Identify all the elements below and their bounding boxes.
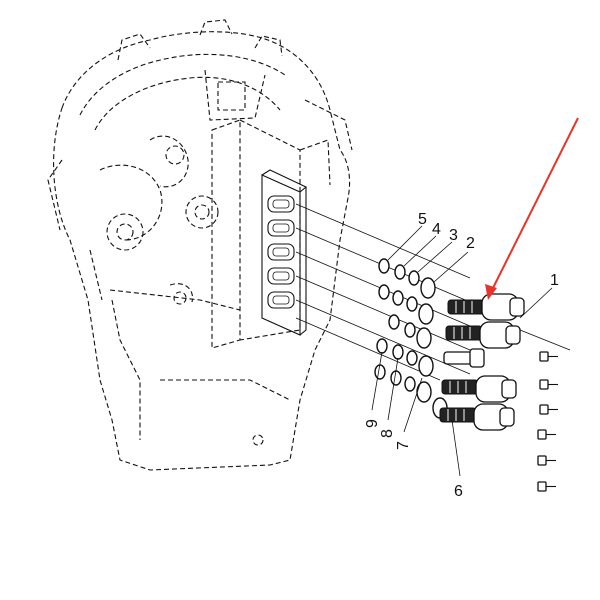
- leader-5: [387, 225, 423, 261]
- leader-7: [403, 377, 423, 433]
- transmission-housing: [47, 19, 353, 471]
- o-ring: [378, 258, 390, 274]
- callout-2: 2: [466, 235, 475, 252]
- o-ring: [406, 350, 418, 366]
- leader-9: [371, 351, 383, 411]
- callout-1: 1: [550, 272, 559, 289]
- o-ring: [416, 327, 432, 349]
- mounting-bolts: [537, 351, 558, 492]
- callout-6: 6: [454, 483, 463, 500]
- callout-8: 8: [379, 429, 396, 438]
- solenoid-valves: [439, 293, 525, 431]
- o-ring: [388, 314, 400, 330]
- bolt: [539, 351, 558, 362]
- o-ring: [404, 376, 416, 392]
- bolt: [537, 429, 556, 440]
- solenoid-valve: [447, 293, 525, 321]
- callout-numbers: 1 2 3 4 5 6 7 8 9: [364, 211, 559, 500]
- leader-2: [433, 251, 469, 283]
- callout-4: 4: [432, 221, 441, 238]
- o-ring: [394, 264, 406, 280]
- o-ring: [374, 364, 386, 380]
- o-ring: [408, 270, 420, 286]
- o-ring: [416, 381, 432, 403]
- leader-8: [387, 357, 399, 421]
- callout-3: 3: [449, 227, 458, 244]
- o-ring: [420, 277, 436, 299]
- o-ring: [390, 370, 402, 386]
- callout-7: 7: [395, 441, 412, 450]
- leader-3: [417, 241, 453, 273]
- o-ring: [378, 284, 390, 300]
- o-ring: [418, 303, 434, 325]
- o-ring: [392, 290, 404, 306]
- solenoid-valve: [441, 375, 517, 403]
- o-ring: [406, 296, 418, 312]
- bolt: [539, 404, 558, 415]
- callout-5: 5: [418, 211, 427, 228]
- leader-lines: [371, 225, 553, 477]
- solenoid-valve: [439, 403, 515, 431]
- bolt: [539, 379, 558, 390]
- valve-body-plate: [261, 169, 308, 336]
- highlight-arrow: [485, 117, 579, 300]
- bolt: [537, 481, 556, 492]
- callout-9: 9: [364, 419, 381, 428]
- leader-4: [403, 235, 437, 267]
- leader-6: [451, 419, 461, 477]
- o-ring: [404, 322, 416, 338]
- solenoid-valve: [445, 321, 521, 349]
- bolt: [537, 455, 556, 466]
- o-ring: [392, 344, 404, 360]
- o-ring: [376, 338, 388, 354]
- o-ring: [418, 355, 434, 377]
- leader-1: [519, 287, 553, 319]
- solenoid-valve: [443, 348, 485, 368]
